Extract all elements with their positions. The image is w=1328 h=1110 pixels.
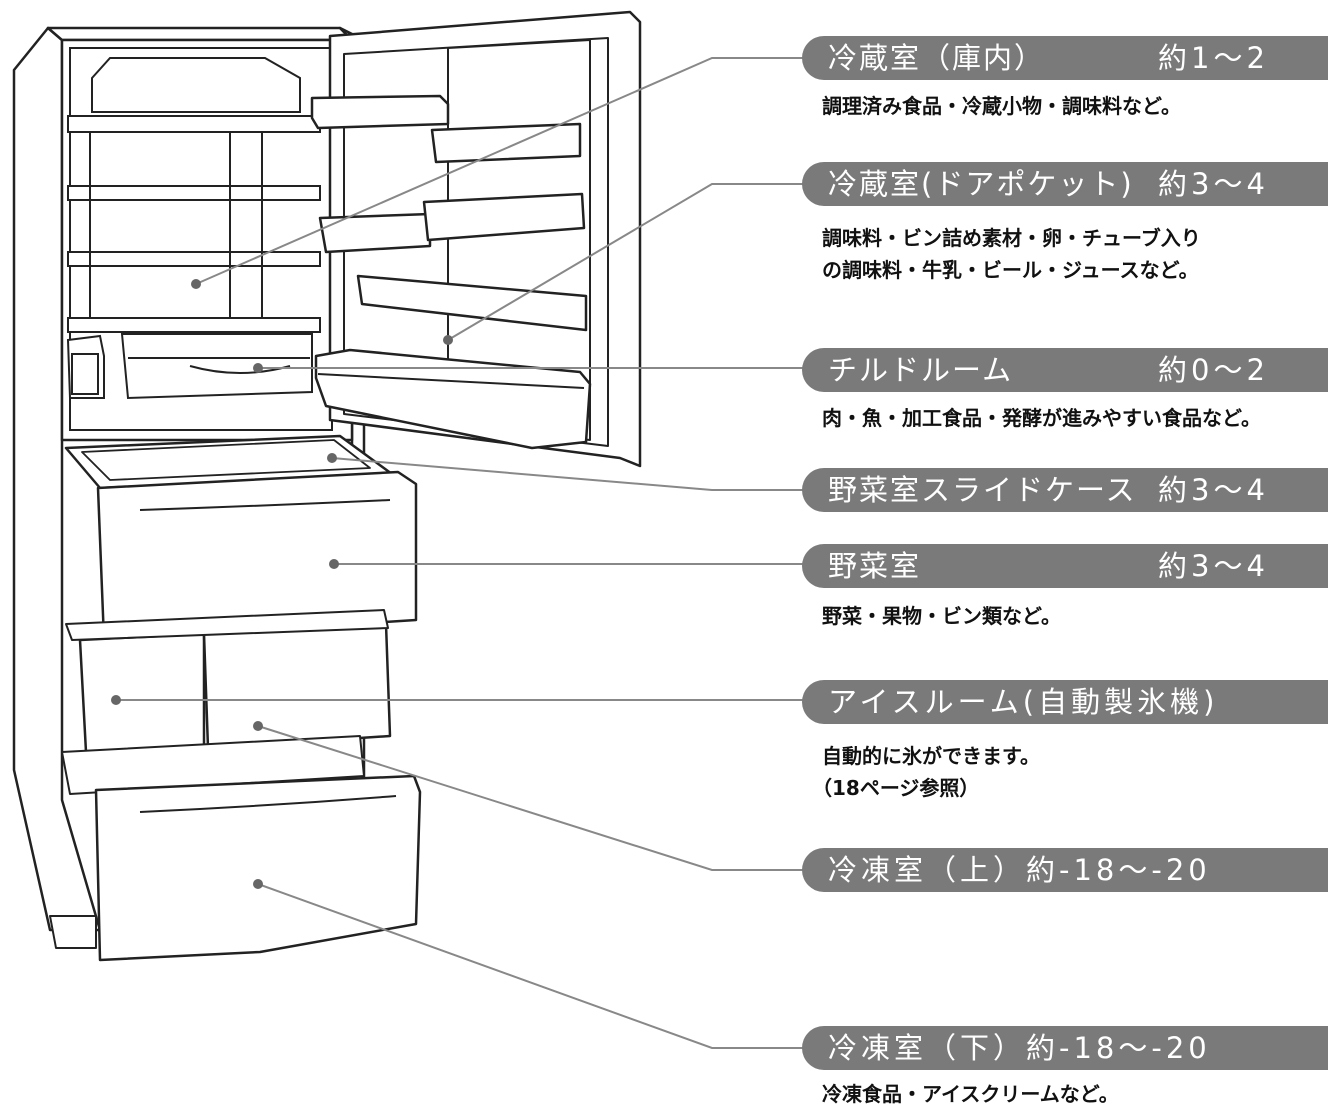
refrigerator-illustration (12, 10, 642, 962)
desc-line: （18ページ参照） (812, 776, 980, 800)
label-freezer-upper: 冷凍室（上）約-18～-20 (802, 848, 1328, 892)
label-name: 野菜室スライドケース (828, 473, 1137, 507)
desc-line: 自動的に氷ができます。 (822, 744, 1040, 768)
desc-line: の調味料・牛乳・ビール・ジュースなど。 (822, 258, 1199, 282)
desc-freezer-lower: 冷凍食品・アイスクリームなど。 (822, 1078, 1119, 1110)
desc-chilled-room: 肉・魚・加工食品・発酵が進みやすい食品など。 (822, 402, 1261, 434)
desc-line: 冷凍食品・アイスクリームなど。 (822, 1082, 1119, 1106)
label-freezer-lower: 冷凍室（下）約-18～-20 (802, 1026, 1328, 1070)
door-bin-6 (314, 348, 592, 450)
label-chilled-room: チルドルーム 約0～2 (802, 348, 1328, 392)
label-name: 冷凍室（下）約-18～-20 (828, 1031, 1211, 1065)
label-temp: 約1～2 (1158, 41, 1269, 75)
label-temp: 約3～4 (1158, 167, 1269, 201)
desc-line: 野菜・果物・ビン類など。 (822, 604, 1061, 628)
label-door-pocket: 冷蔵室(ドアポケット) 約3～4 (802, 162, 1328, 206)
label-name: 冷凍室（上）約-18～-20 (828, 853, 1211, 887)
label-vegetable-slide-case: 野菜室スライドケース 約3～4 (802, 468, 1328, 512)
shelf-4 (67, 317, 321, 333)
label-fridge-interior: 冷蔵室（庫内） 約1～2 (802, 36, 1328, 80)
door-bin-3 (318, 212, 432, 254)
chilled-room-drawer (120, 333, 313, 400)
label-ice-room: アイスルーム(自動製氷機) (802, 680, 1328, 724)
desc-door-pocket: 調味料・ビン詰め素材・卵・チューブ入り の調味料・牛乳・ビール・ジュースなど。 (822, 222, 1201, 286)
shelf-1 (67, 115, 321, 133)
cabinet-top (46, 26, 354, 42)
label-name: チルドルーム (828, 353, 1014, 387)
label-name: 野菜室 (828, 549, 922, 583)
desc-ice-room: 自動的に氷ができます。 （18ページ参照） (812, 740, 1040, 804)
ice-room-drawer (78, 632, 206, 754)
freezer-lower-drawer (94, 774, 422, 962)
label-temp: 約0～2 (1158, 353, 1269, 387)
label-name: アイスルーム(自動製氷機) (828, 685, 1219, 719)
label-temp: 約3～4 (1158, 549, 1269, 583)
door-bin-1 (310, 94, 450, 130)
door-bin-2 (430, 122, 582, 164)
desc-fridge-interior: 調理済み食品・冷蔵小物・調味料など。 (822, 90, 1181, 122)
label-name: 冷蔵室(ドアポケット) (828, 167, 1134, 201)
shelf-3 (67, 251, 321, 267)
desc-line: 調理済み食品・冷蔵小物・調味料など。 (822, 94, 1181, 118)
desc-vegetable-room: 野菜・果物・ビン類など。 (822, 600, 1061, 632)
label-temp: 約3～4 (1158, 473, 1269, 507)
shelf-2 (67, 185, 321, 201)
desc-line: 肉・魚・加工食品・発酵が進みやすい食品など。 (822, 406, 1261, 430)
label-vegetable-room: 野菜室 約3～4 (802, 544, 1328, 588)
label-name: 冷蔵室（庫内） (828, 41, 1046, 75)
freezer-upper-drawer (202, 622, 392, 750)
desc-line: 調味料・ビン詰め素材・卵・チューブ入り (822, 226, 1201, 250)
